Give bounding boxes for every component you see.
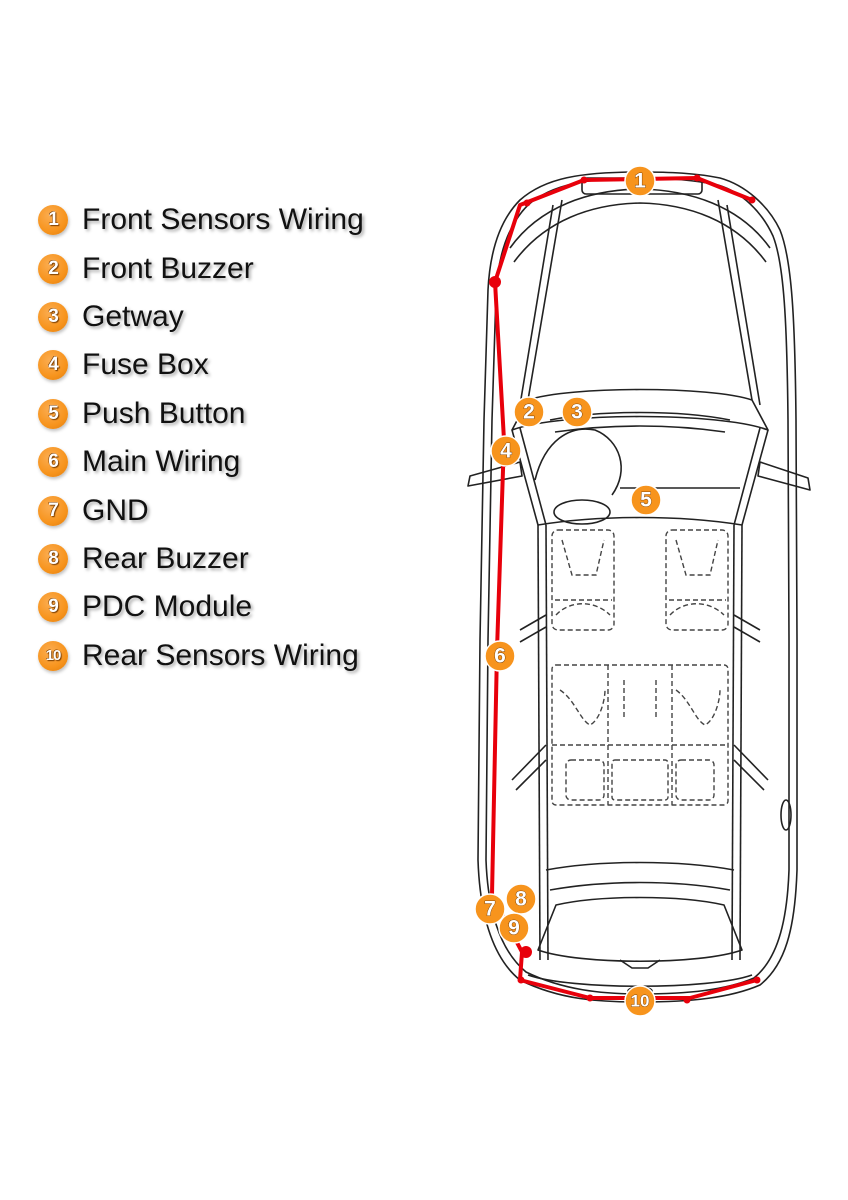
legend-item-gnd: 7 GND xyxy=(38,486,364,534)
callout-number: 3 xyxy=(571,401,583,424)
callout-number: 10 xyxy=(631,992,650,1011)
legend-item-rear-sensors-wiring: 10 Rear Sensors Wiring xyxy=(38,632,364,680)
main-wiring xyxy=(490,280,524,954)
legend-item-getway: 3 Getway xyxy=(38,293,364,341)
callout-9: 9 xyxy=(498,912,530,944)
wiring-node xyxy=(586,994,594,1002)
number-badge: 10 xyxy=(38,640,68,671)
wiring-node xyxy=(489,276,501,288)
number-badge: 4 xyxy=(38,350,68,381)
legend-label: GND xyxy=(82,493,149,527)
wiring-node xyxy=(580,176,588,184)
wiring-nodes xyxy=(489,174,761,1004)
callout-4: 4 xyxy=(490,435,522,467)
legend-label: Push Button xyxy=(82,396,246,430)
callout-3: 3 xyxy=(561,396,593,428)
callout-2: 2 xyxy=(513,396,545,428)
number-badge: 1 xyxy=(38,205,68,236)
number-badge: 8 xyxy=(38,543,68,574)
wiring-node xyxy=(748,196,756,204)
legend-item-push-button: 5 Push Button xyxy=(38,390,364,438)
wiring-harness xyxy=(490,176,759,1000)
legend-item-main-wiring: 6 Main Wiring xyxy=(38,438,364,486)
legend-item-fuse-box: 4 Fuse Box xyxy=(38,341,364,389)
legend-item-pdc-module: 9 PDC Module xyxy=(38,583,364,631)
wiring-node xyxy=(683,996,691,1004)
legend-label: Fuse Box xyxy=(82,348,209,382)
legend-item-rear-buzzer: 8 Rear Buzzer xyxy=(38,535,364,583)
callout-5: 5 xyxy=(630,484,662,516)
callout-number: 9 xyxy=(508,917,520,940)
legend-label: Getway xyxy=(82,299,184,333)
legend-item-front-sensors-wiring: 1 Front Sensors Wiring xyxy=(38,196,364,244)
number-badge: 7 xyxy=(38,495,68,526)
number-badge: 3 xyxy=(38,301,68,332)
wiring-node xyxy=(523,199,531,207)
callout-number: 6 xyxy=(494,645,506,668)
callout-number: 5 xyxy=(640,489,652,512)
wiring-node xyxy=(520,946,532,958)
wiring-node xyxy=(693,174,701,182)
callout-number: 8 xyxy=(515,888,527,911)
callout-1: 1 xyxy=(624,165,656,197)
legend-item-front-buzzer: 2 Front Buzzer xyxy=(38,244,364,292)
callout-number: 4 xyxy=(500,440,512,463)
callout-6: 6 xyxy=(484,640,516,672)
callout-number: 1 xyxy=(634,170,646,193)
number-badge: 5 xyxy=(38,398,68,429)
legend-label: Main Wiring xyxy=(82,445,241,479)
car-outline xyxy=(467,171,811,1003)
legend-label: Rear Sensors Wiring xyxy=(82,638,359,672)
number-badge: 2 xyxy=(38,253,68,284)
callout-7: 7 xyxy=(474,893,506,925)
callout-8: 8 xyxy=(505,883,537,915)
callout-number: 7 xyxy=(484,898,496,921)
callout-number: 2 xyxy=(523,401,535,424)
number-badge: 9 xyxy=(38,592,68,623)
legend-label: Front Buzzer xyxy=(82,251,254,285)
wiring-node xyxy=(517,976,525,984)
legend-label: PDC Module xyxy=(82,590,253,624)
callout-10: 10 xyxy=(624,985,656,1017)
legend-list: 1 Front Sensors Wiring 2 Front Buzzer 3 … xyxy=(38,196,364,680)
legend-label: Front Sensors Wiring xyxy=(82,203,364,237)
number-badge: 6 xyxy=(38,447,68,478)
wiring-node xyxy=(753,976,761,984)
legend-label: Rear Buzzer xyxy=(82,541,249,575)
seats-outline xyxy=(551,529,729,806)
